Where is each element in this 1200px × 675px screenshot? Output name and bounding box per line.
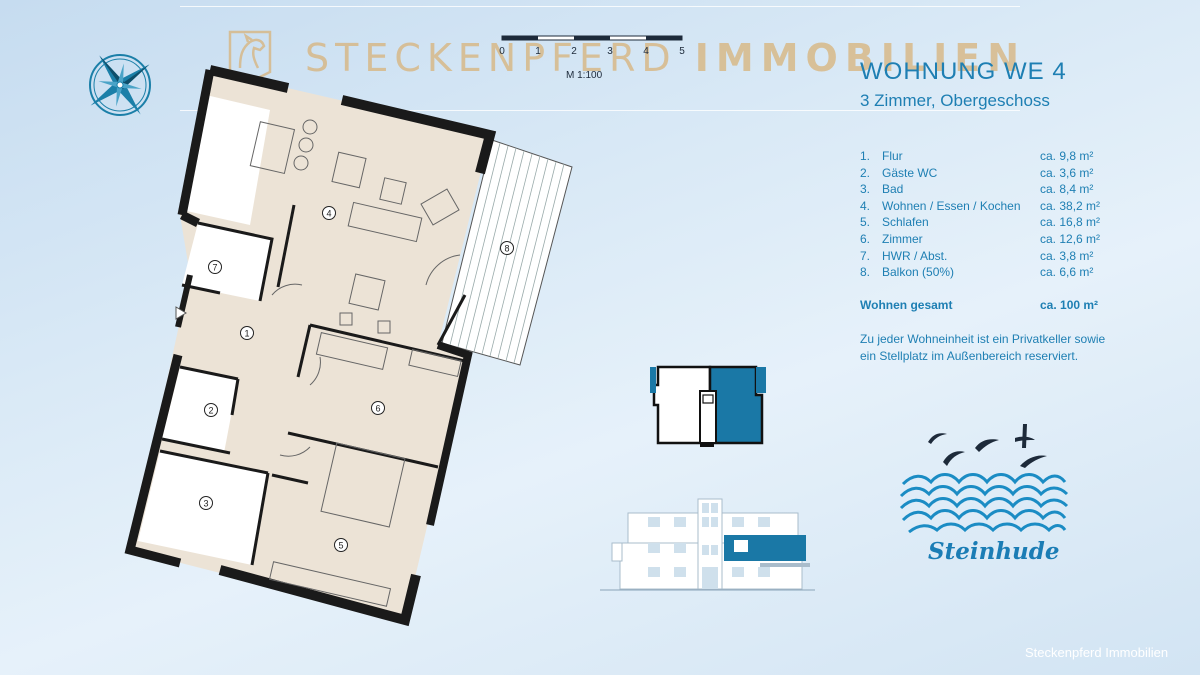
scale-tick: 5: [679, 46, 685, 57]
list-item: 2. Gäste WC ca. 3,6 m²: [860, 165, 1160, 182]
room-marker: 3: [203, 499, 208, 509]
top-divider: [180, 6, 1020, 7]
scale-tick: 4: [643, 46, 649, 57]
header-divider: [180, 110, 1020, 111]
building-elevation: [600, 498, 815, 591]
room-marker: 1: [244, 329, 249, 339]
room-name: Balkon (50%): [882, 265, 955, 280]
kitchen-strip: [182, 95, 270, 225]
list-item: 8. Balkon (50%) ca. 6,6 m²: [860, 264, 1160, 281]
scale-bar: 0 1 2 3 4 5: [499, 35, 685, 57]
brand-wordmark: STECKENPFERD IMMOBILIEN: [305, 36, 1026, 86]
list-item: 5. Schlafen ca. 16,8 m²: [860, 214, 1160, 231]
watermark: Steckenpferd Immobilien: [1025, 645, 1169, 660]
room-number: 5.: [860, 215, 871, 230]
scale-label: M 1:100: [566, 70, 603, 81]
room-number: 4.: [860, 198, 871, 213]
room-name: Flur: [882, 149, 903, 163]
furniture: [249, 119, 462, 607]
room-marker: 6: [375, 404, 380, 414]
room-list: 1. Flur ca. 9,8 m² 2. Gäste WC ca. 3,6 m…: [860, 148, 1160, 281]
brand-bold: IMMOBILIEN: [694, 36, 1027, 80]
room-number: 2.: [860, 165, 871, 180]
room-name: Gäste WC: [882, 165, 938, 180]
room-area: ca. 12,6 m²: [1040, 231, 1101, 246]
list-item: 6. Zimmer ca. 12,6 m²: [860, 231, 1160, 248]
room-name: Zimmer: [882, 231, 923, 246]
room-name: Bad: [882, 182, 904, 197]
scale-tick: 0: [499, 46, 505, 57]
room-marker: 4: [326, 209, 331, 219]
scale-tick: 1: [535, 46, 541, 57]
room-number: 1.: [860, 149, 871, 163]
room-area: ca. 6,6 m²: [1040, 265, 1094, 280]
wc-room: [162, 367, 238, 453]
room-marker: 7: [212, 263, 217, 273]
outer-walls: [124, 65, 497, 627]
list-item: 1. Flur ca. 9,8 m²: [860, 148, 1160, 165]
apartment-subtitle: 3 Zimmer, Obergeschoss: [860, 91, 1050, 110]
room-number: 3.: [860, 182, 871, 197]
room-number: 6.: [860, 231, 871, 246]
room-name: HWR / Abst.: [882, 248, 948, 263]
entrance-marker: [175, 306, 187, 320]
room-markers: 4 8 7 1 6 2 3 5: [199, 206, 514, 552]
apartment-title: WOHNUNG WE 4: [860, 58, 1067, 85]
room-number: 8.: [860, 265, 871, 280]
note-line: Zu jeder Wohneinheit ist ein Privatkelle…: [860, 332, 1106, 346]
waves-icon: [899, 473, 1069, 534]
interior-walls: [159, 204, 466, 566]
hwr-room: [182, 223, 272, 301]
note-line: ein Stellplatz im Außenbereich reservier…: [860, 348, 1079, 363]
room-marker: 2: [208, 406, 213, 416]
room-number: 7.: [860, 248, 871, 263]
scale-tick: 3: [607, 46, 613, 57]
total-area-row: Wohnen gesamt ca. 100 m²: [860, 298, 1160, 312]
floor-plan: 4 8 7 1 6 2 3 5: [124, 65, 573, 627]
total-label: Wohnen gesamt: [860, 298, 953, 312]
list-item: 4. Wohnen / Essen / Kochen ca. 38,2 m²: [860, 198, 1160, 215]
list-item: 3. Bad ca. 8,4 m²: [860, 181, 1160, 198]
room-marker: 5: [338, 541, 343, 551]
town-name: Steinhude: [928, 538, 1060, 565]
room-marker: 8: [504, 244, 509, 254]
reservation-note: Zu jeder Wohneinheit ist ein Privatkelle…: [860, 331, 1160, 364]
seagulls-waves-illustration: [899, 424, 1069, 534]
room-area: ca. 8,4 m²: [1040, 182, 1094, 197]
total-area: ca. 100 m²: [1040, 298, 1099, 312]
room-area: ca. 38,2 m²: [1040, 198, 1101, 213]
room-area: ca. 16,8 m²: [1040, 215, 1101, 230]
floor-key-plan: [650, 365, 766, 447]
room-name: Wohnen / Essen / Kochen: [882, 198, 1021, 213]
seagull-icon: [928, 424, 1047, 468]
room-name: Schlafen: [882, 215, 929, 230]
brand-light: STECKENPFERD: [305, 36, 695, 80]
room-area: ca. 9,8 m²: [1040, 149, 1094, 163]
room-area: ca. 3,6 m²: [1040, 165, 1094, 180]
compass-rose-icon: [89, 54, 151, 116]
room-area: ca. 3,8 m²: [1040, 248, 1094, 263]
list-item: 7. HWR / Abst. ca. 3,8 m²: [860, 248, 1160, 265]
scale-tick: 2: [571, 46, 577, 57]
